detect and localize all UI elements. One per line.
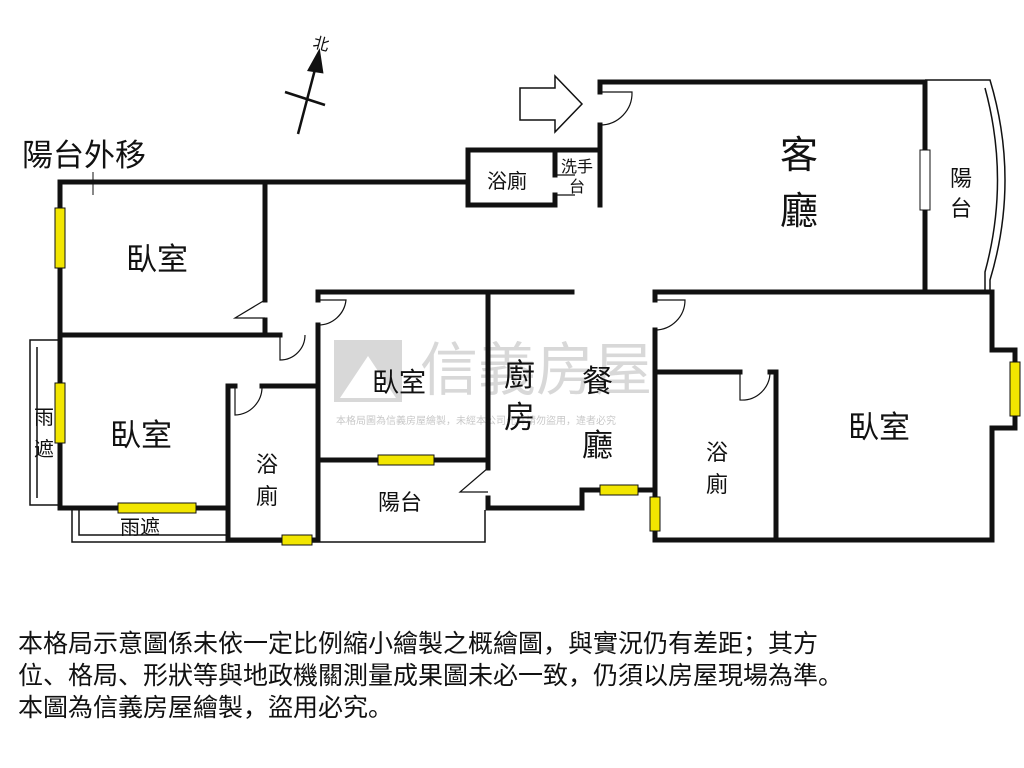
room-balcony-mid-label: 陽台	[378, 491, 422, 516]
disclaimer-line: 位、格局、形狀等與地政機關測量成果圖未必一致，仍須以房屋現場為準。	[18, 661, 844, 690]
room-balcony-right-label: 陽	[950, 167, 972, 192]
wall	[465, 147, 558, 208]
window	[649, 496, 661, 532]
window	[599, 484, 639, 496]
door-bedroom3	[317, 299, 347, 326]
room-living-label: 廳	[780, 189, 818, 233]
wall	[767, 369, 779, 543]
door-bathroom-right	[739, 371, 771, 401]
watermark: 信義房屋 本格局圖為信義房屋繪製，未經本公司允許請勿盜用，違者必究	[334, 336, 652, 427]
door-wash	[555, 174, 575, 196]
room-dining-label: 餐	[582, 364, 613, 400]
door-bedroom4	[654, 299, 686, 331]
room-awning-left-label: 遮	[34, 437, 54, 461]
note-balcony-moved: 陽台外移	[22, 138, 146, 174]
door-bedroom1	[232, 299, 266, 319]
sliding-door	[919, 149, 931, 211]
disclaimer-line: 本圖為信義房屋繪製，盜用必究。	[18, 693, 394, 722]
compass-arrowhead	[307, 48, 324, 74]
awning-left-outline	[29, 339, 60, 506]
door-bedroom2	[279, 334, 306, 361]
watermark-brand: 信義房屋	[420, 336, 652, 404]
room-bathroom-right-label: 廁	[706, 473, 728, 498]
door-swings	[232, 91, 771, 493]
wall	[989, 289, 1018, 353]
room-balcony-right-label: 台	[950, 197, 972, 222]
watermark-subtext: 本格局圖為信義房屋繪製，未經本公司允許請勿盜用，違者必究	[336, 414, 616, 427]
room-wash-label: 洗手	[561, 157, 593, 176]
balcony-right-outline	[925, 79, 1006, 292]
window	[281, 534, 313, 546]
window	[377, 454, 435, 466]
watermark-logo-mark	[340, 356, 396, 398]
compass-cross	[284, 90, 326, 107]
door-bathroom-mid	[234, 385, 263, 416]
room-bathroom-mid-label: 廁	[256, 485, 278, 510]
room-wash-label: 台	[569, 177, 585, 196]
room-kitchen-label: 廚	[504, 358, 535, 394]
floor-plan: 信義房屋 本格局圖為信義房屋繪製，未經本公司允許請勿盜用，違者必究	[22, 33, 1021, 546]
room-awning-left-label: 雨	[34, 405, 54, 429]
window	[54, 207, 66, 269]
room-bedroom-3-label: 臥室	[372, 368, 426, 399]
door-entrance	[599, 91, 633, 126]
window	[1009, 361, 1021, 417]
disclaimer: 本格局示意圖係未依一定比例縮小繪製之概繪圖，與實況仍有差距；其方 位、格局、形狀…	[18, 628, 1008, 724]
compass-north-label: 北	[311, 33, 331, 55]
entrance-arrow-icon	[519, 74, 584, 134]
room-awning-bottom-label: 雨遮	[120, 515, 160, 539]
door-balcony	[458, 467, 489, 493]
disclaimer-line: 本格局示意圖係未依一定比例縮小繪製之概繪圖，與實況仍有差距；其方	[18, 629, 819, 658]
walls	[57, 79, 1018, 543]
windows	[54, 207, 1021, 546]
room-kitchen-label: 房	[504, 400, 535, 436]
awning-bottom-inner	[78, 510, 228, 536]
balcony-right-inner	[984, 87, 999, 290]
room-bathroom-right-label: 浴	[706, 441, 728, 466]
room-bedroom-1-label: 臥室	[126, 242, 188, 278]
room-bedroom-2-label: 臥室	[110, 418, 172, 454]
compass-icon	[284, 48, 326, 135]
room-bathroom-top-label: 浴廁	[487, 169, 527, 193]
room-bathroom-mid-label: 浴	[256, 453, 278, 478]
room-bedroom-4-label: 臥室	[848, 410, 910, 446]
window	[117, 502, 197, 514]
window	[54, 382, 66, 444]
room-living-label: 客	[780, 133, 818, 177]
room-dining-label: 廳	[582, 428, 613, 464]
